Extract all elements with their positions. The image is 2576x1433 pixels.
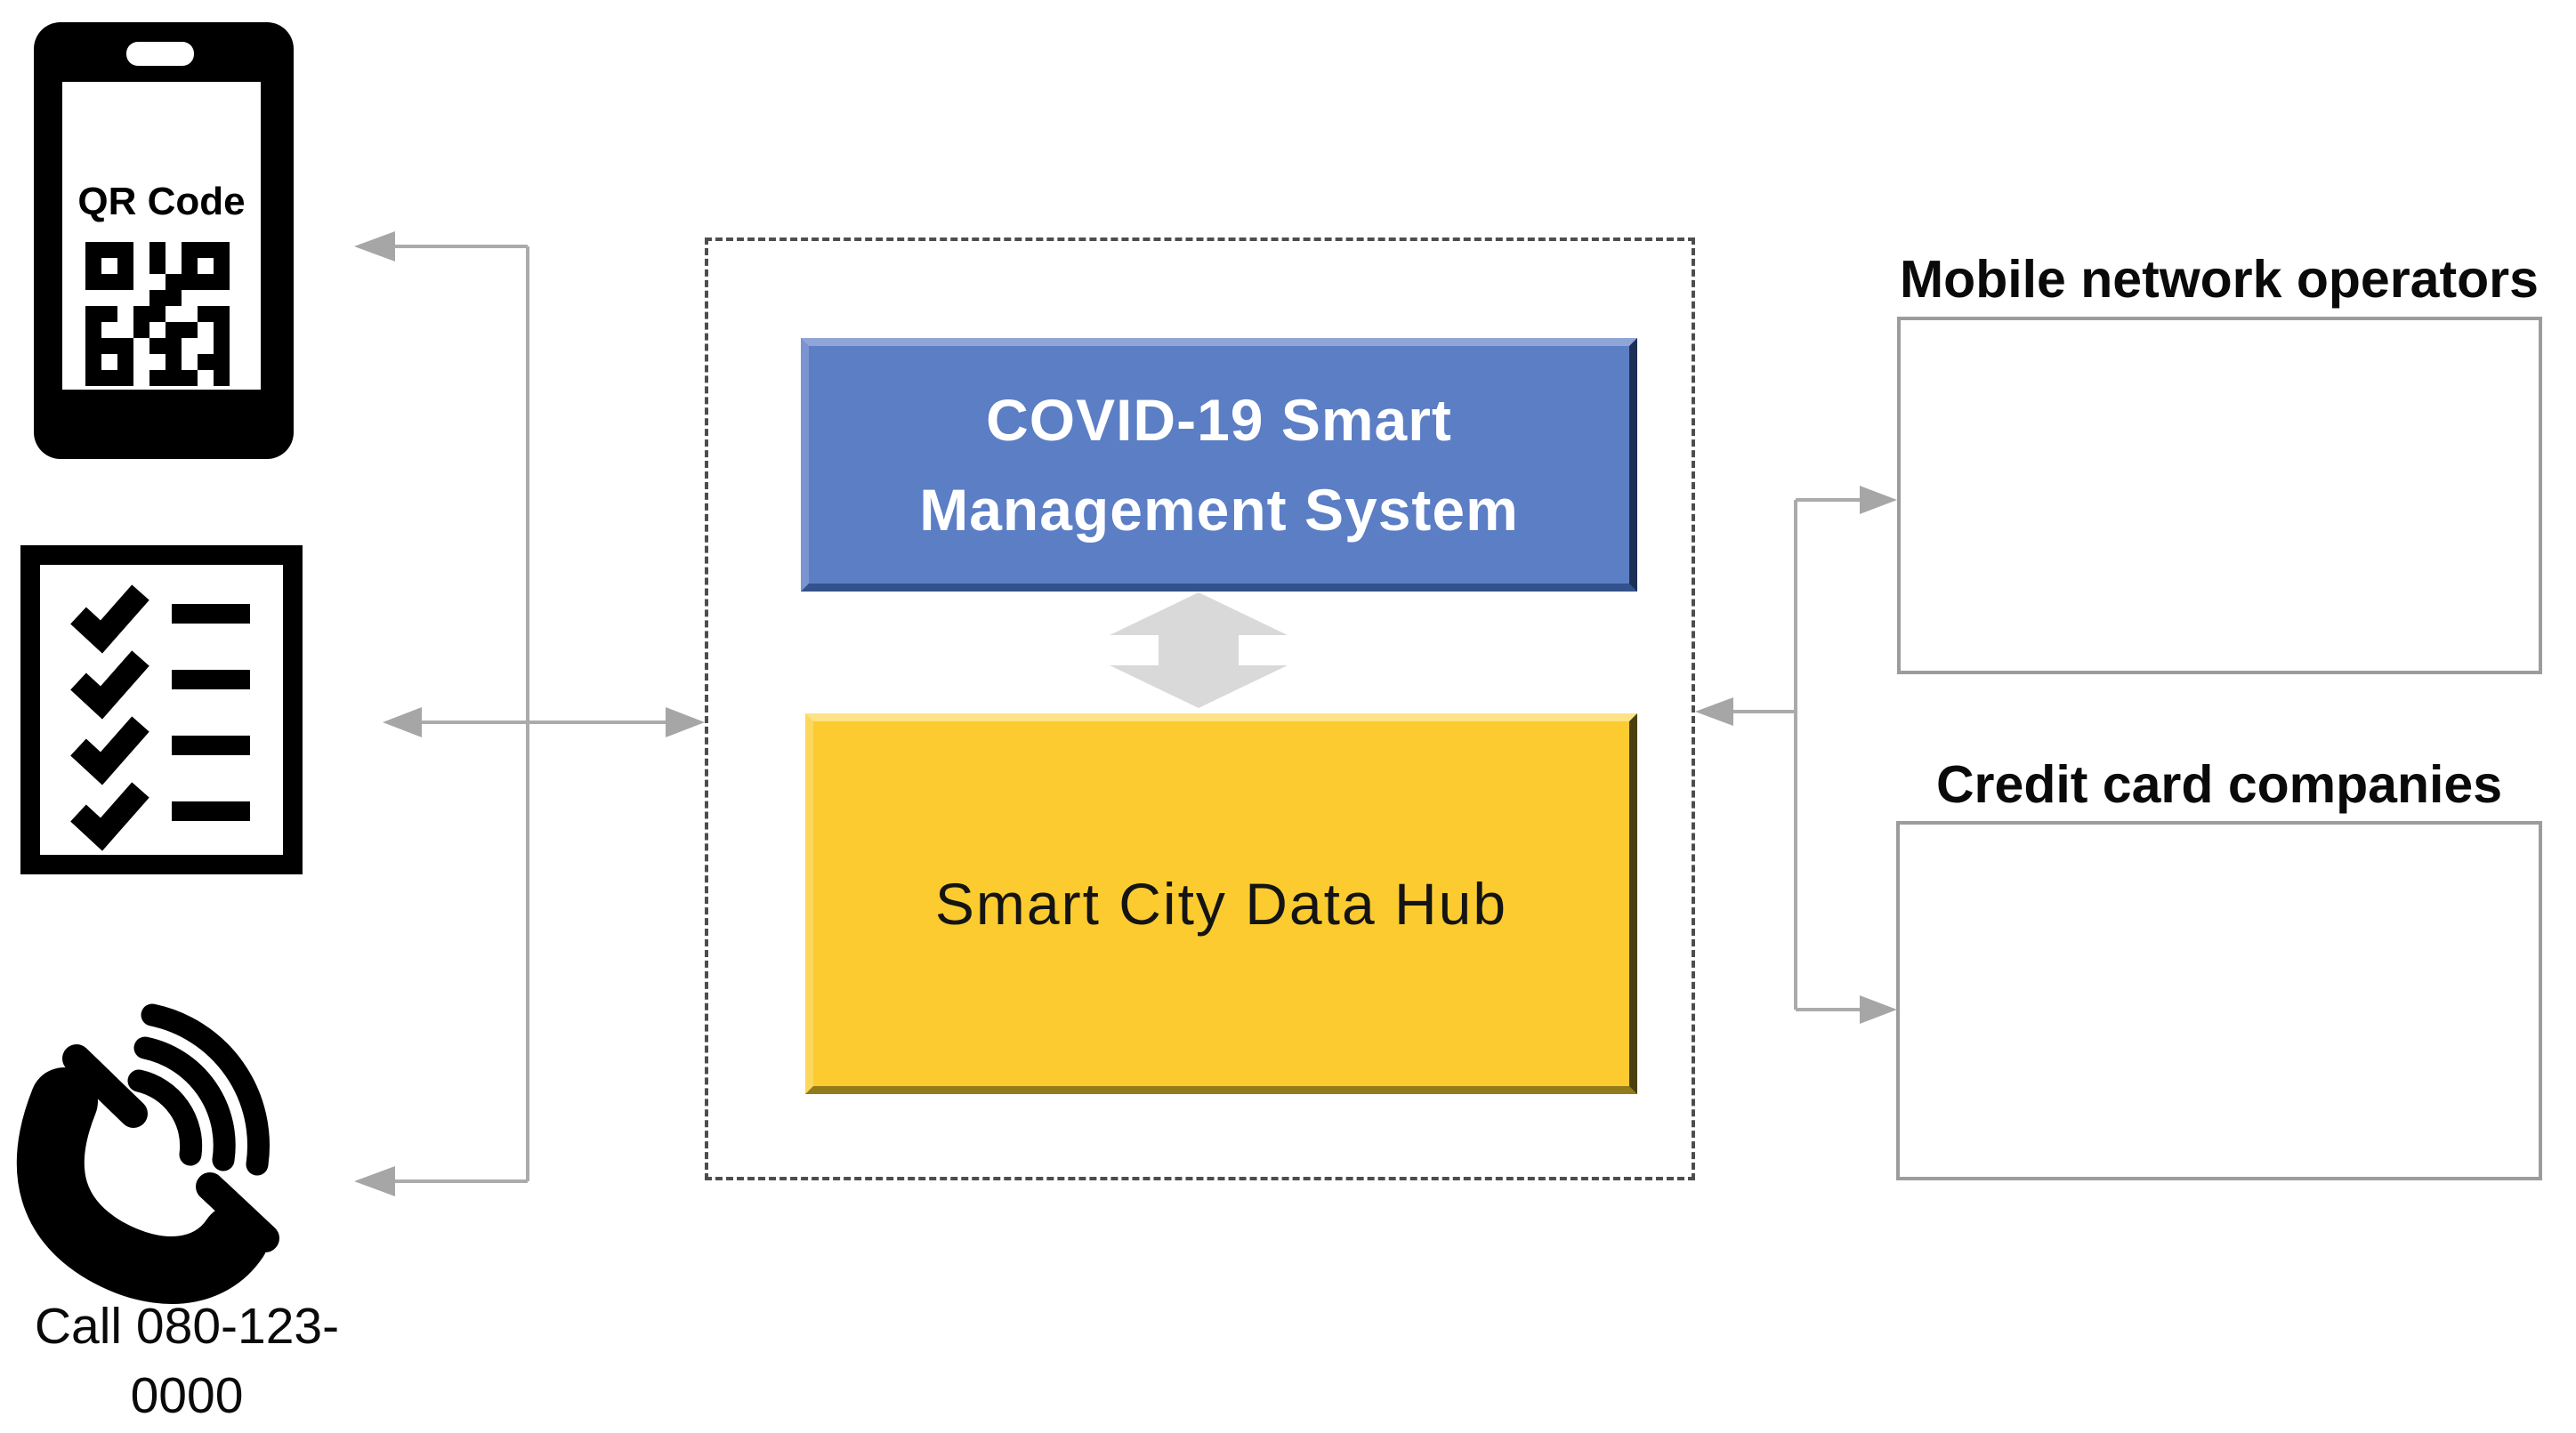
covid-system-line1: COVID-19 Smart [986, 386, 1452, 453]
smartphone-qr-icon [34, 22, 294, 459]
covid-system-box: COVID-19 Smart Management System [801, 338, 1637, 592]
up-down-arrow-icon [1110, 592, 1288, 708]
call-number-label: Call 080-123- 0000 [0, 1292, 374, 1430]
call-number-line1: Call 080-123- [34, 1298, 340, 1355]
arrowhead-to-call [354, 1166, 395, 1196]
arrowhead-to-credit [1860, 995, 1897, 1024]
hub-dashed-frame [705, 237, 1695, 1180]
credit-companies-panel [1896, 821, 2542, 1180]
data-hub-label: Smart City Data Hub [934, 871, 1508, 937]
call-number-line2: 0000 [130, 1367, 244, 1424]
arrowhead-to-qr [354, 231, 395, 262]
covid-system-line2: Management System [919, 476, 1519, 543]
right-arrowheads [1695, 486, 1897, 1024]
right-connectors [1728, 498, 1867, 1011]
left-arrowheads [354, 231, 705, 1196]
data-hub-box: Smart City Data Hub [805, 713, 1637, 1094]
arrowhead-to-mobile [1860, 486, 1897, 514]
arrowhead-to-checklist [383, 707, 422, 737]
arrowhead-into-hub-left [666, 707, 705, 737]
sound-waves-icon [127, 1003, 270, 1176]
checklist-icon [20, 545, 303, 874]
mobile-operators-panel [1897, 317, 2542, 674]
credit-companies-title: Credit card companies [1935, 755, 2503, 814]
qr-code-icon [85, 242, 230, 386]
mobile-operators-title: Mobile network operators [1900, 250, 2539, 309]
arrowhead-into-hub-right [1695, 697, 1733, 726]
qr-code-label: QR Code [77, 180, 246, 223]
phone-call-icon [16, 1003, 279, 1304]
